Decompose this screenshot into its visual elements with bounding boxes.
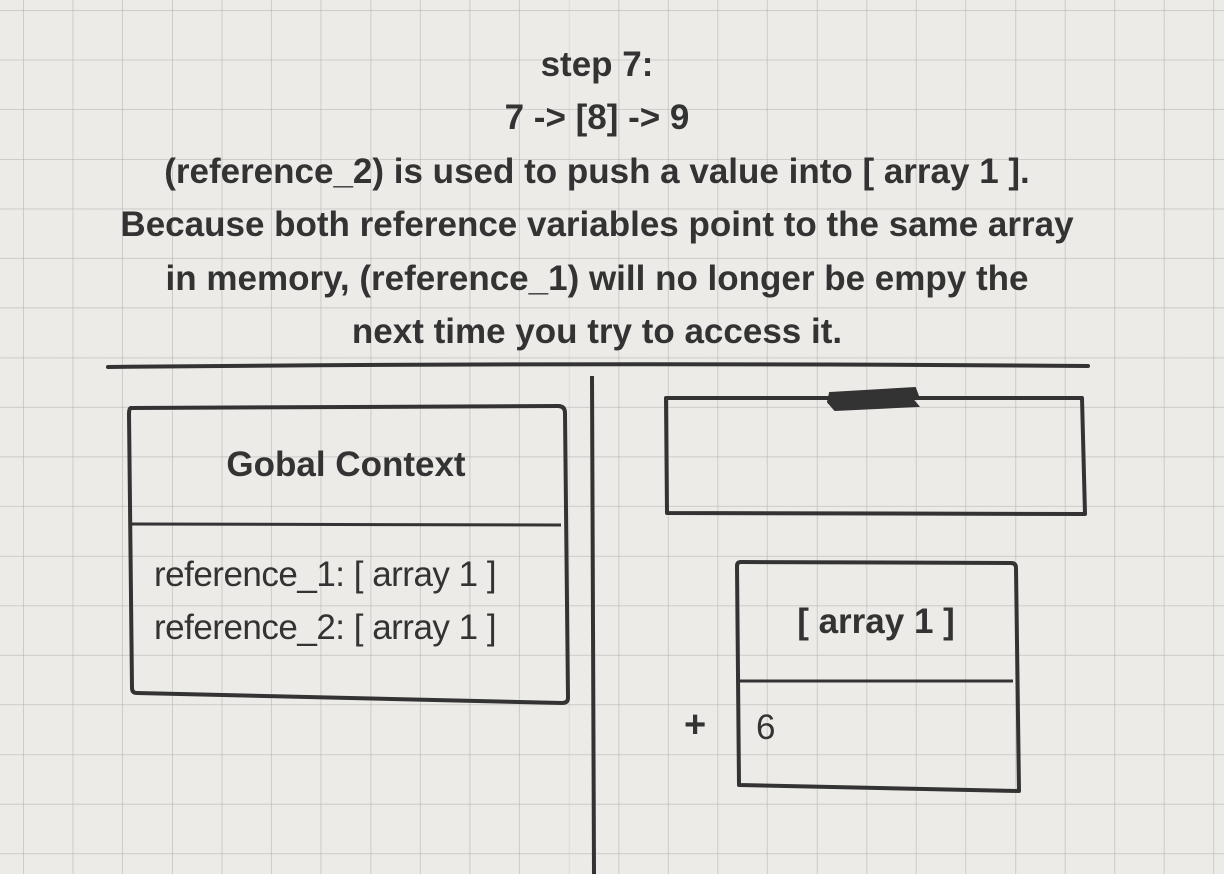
array-box [735,560,1021,793]
global-context-row-reference-2: reference_2: [ array 1 ] [154,608,497,647]
array-value-0: 6 [756,708,776,747]
push-plus-icon: + [684,704,707,746]
global-context-title: Gobal Context [226,445,466,484]
heading-divider [106,362,1090,369]
step-text-line-2: Because both reference variables point t… [120,205,1074,245]
global-context-divider [130,522,562,527]
step-text-line-4: next time you try to access it. [351,312,843,352]
step-text-line-3: in memory, (reference_1) will no longer … [165,258,1029,298]
vertical-divider [590,375,596,874]
array-box-title: [ array 1 ] [797,602,955,641]
execution-box-tab [826,386,921,412]
execution-box [664,396,1087,516]
step-text-line-1: (reference_2) is used to push a value in… [164,151,1030,191]
step-description: step 7: 7 -> [8] -> 9 (reference_2) is u… [0,38,1194,358]
global-context-row-reference-1: reference_1: [ array 1 ] [154,555,497,594]
step-title: step 7: [540,45,654,84]
step-sequence: 7 -> [8] -> 9 [504,98,690,138]
